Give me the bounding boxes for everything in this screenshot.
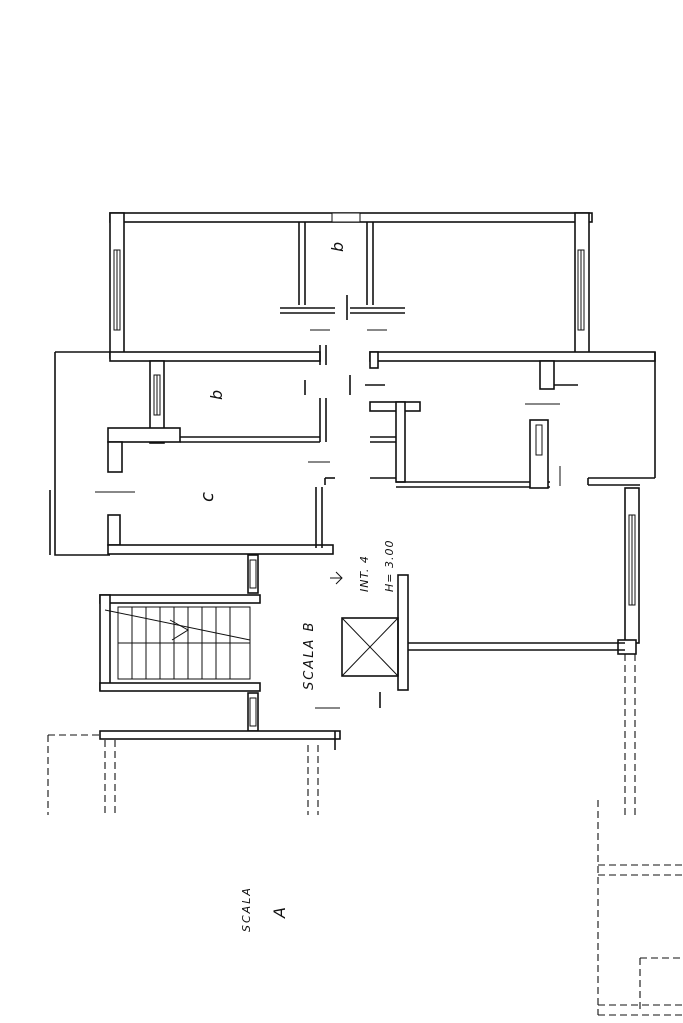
stair-flight xyxy=(104,606,251,680)
right-column-wall xyxy=(617,487,640,815)
room-label-upper-b: b xyxy=(328,242,347,252)
upper-apartment-walls xyxy=(109,212,593,359)
adjacent-building-dashed xyxy=(47,734,683,1016)
elevator-shaft xyxy=(341,574,625,708)
stair-b-height: H= 3.00 xyxy=(383,540,396,592)
room-label-corridor-c: c xyxy=(197,492,218,502)
stair-a-letter: A xyxy=(270,907,289,919)
stair-b-floor: INT. 4 xyxy=(358,555,371,592)
room-label-lower-b: b xyxy=(207,390,226,400)
upper-window-left xyxy=(113,249,121,331)
stair-a-word: SCALA xyxy=(240,886,253,932)
stairwell-b-walls xyxy=(99,554,341,750)
lower-window-kitchen xyxy=(535,424,543,456)
lower-window-left xyxy=(153,374,161,416)
corridor-walls xyxy=(49,487,334,555)
upper-window-top xyxy=(331,212,361,223)
lower-apartment-walls xyxy=(54,345,656,556)
upper-window-right xyxy=(577,249,585,331)
entry-arrow-icon xyxy=(330,571,343,585)
stair-b-name: SCALA B xyxy=(302,621,317,690)
